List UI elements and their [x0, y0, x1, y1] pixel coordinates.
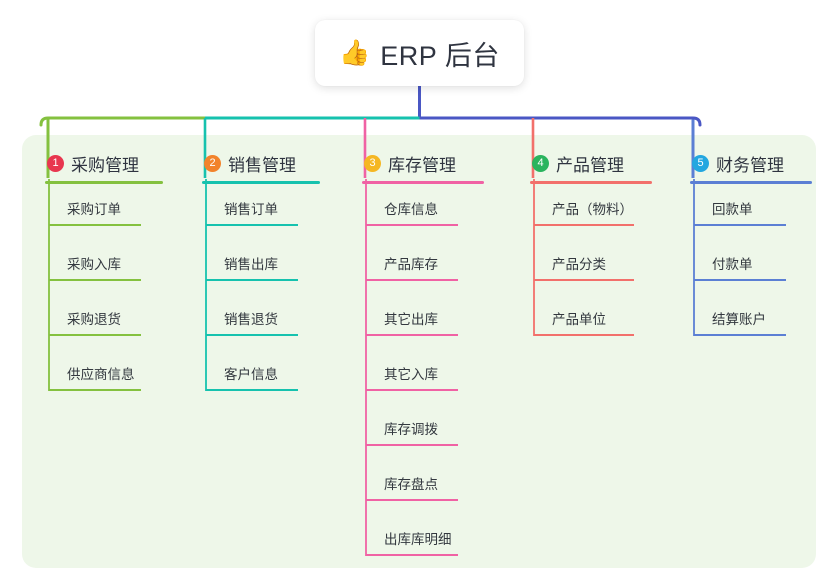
branch-item[interactable]: 产品库存 [362, 255, 458, 295]
branch-item-rule [694, 279, 786, 281]
branch-header-1[interactable]: 1 采购管理 [45, 150, 163, 176]
branch-column-3: 3 库存管理仓库信息产品库存其它出库其它入库库存调拨库存盘点出库库明细 [362, 150, 484, 556]
branch-title: 产品管理 [556, 155, 624, 175]
branch-item[interactable]: 产品（物料） [530, 200, 634, 240]
branch-number-badge: 3 [364, 154, 381, 172]
branch-item[interactable]: 采购订单 [45, 200, 141, 240]
branch-item-rule [206, 334, 298, 336]
branch-header-rule [45, 181, 163, 184]
branch-item-label: 库存调拨 [384, 422, 438, 437]
branch-item[interactable]: 采购入库 [45, 255, 141, 295]
branch-item-rule [366, 499, 458, 501]
branch-item[interactable]: 销售订单 [202, 200, 298, 240]
bus-left-corner [39, 116, 50, 127]
branch-item-label: 其它出库 [384, 312, 438, 327]
branch-item-label: 其它入库 [384, 367, 438, 382]
branch-header-3[interactable]: 3 库存管理 [362, 150, 484, 176]
branch-item[interactable]: 结算账户 [690, 310, 786, 350]
branch-header-2[interactable]: 2 销售管理 [202, 150, 320, 176]
branch-item-label: 回款单 [712, 202, 753, 217]
branch-item-rule [534, 334, 634, 336]
branch-header-rule [690, 181, 812, 184]
branch-item-rule [534, 279, 634, 281]
branch-item[interactable]: 供应商信息 [45, 365, 141, 405]
branch-title: 库存管理 [388, 155, 456, 175]
branch-item-label: 采购入库 [67, 257, 121, 272]
branch-item-rule [206, 279, 298, 281]
branch-item-label: 仓库信息 [384, 202, 438, 217]
branch-item[interactable]: 销售退货 [202, 310, 298, 350]
branch-header-4[interactable]: 4 产品管理 [530, 150, 652, 176]
branch-item[interactable]: 其它出库 [362, 310, 458, 350]
branch-item-rule [366, 279, 458, 281]
thumbs-up-icon: 👍 [339, 38, 371, 67]
branch-item-label: 销售订单 [224, 202, 278, 217]
branch-item-rule [206, 389, 298, 391]
branch-header-5[interactable]: 5 财务管理 [690, 150, 812, 176]
branch-item[interactable]: 其它入库 [362, 365, 458, 405]
branch-item-label: 付款单 [712, 257, 753, 272]
branch-item-rule [49, 224, 141, 226]
branch-number-badge: 5 [692, 154, 709, 172]
branch-title: 销售管理 [228, 155, 296, 175]
branch-item-label: 出库库明细 [384, 532, 452, 547]
branch-item[interactable]: 采购退货 [45, 310, 141, 350]
branch-item-label: 采购退货 [67, 312, 121, 327]
branches-panel [22, 135, 816, 568]
branch-item-rule [366, 334, 458, 336]
branch-title: 采购管理 [71, 155, 139, 175]
branch-item[interactable]: 产品单位 [530, 310, 634, 350]
root-title: ERP 后台 [380, 40, 500, 71]
branch-item-label: 库存盘点 [384, 477, 438, 492]
branch-title: 财务管理 [716, 155, 784, 175]
branch-item-label: 产品分类 [552, 257, 606, 272]
branch-item-label: 采购订单 [67, 202, 121, 217]
branch-item-label: 销售退货 [224, 312, 278, 327]
branch-item[interactable]: 库存调拨 [362, 420, 458, 460]
branch-column-4: 4 产品管理产品（物料） 产品分类产品单位 [530, 150, 652, 336]
branch-item[interactable]: 销售出库 [202, 255, 298, 295]
branch-number-badge: 1 [47, 154, 64, 172]
branch-item[interactable]: 付款单 [690, 255, 786, 295]
branch-item-label: 产品（物料） [552, 202, 633, 217]
branch-item-label: 产品单位 [552, 312, 606, 327]
branch-item-label: 产品库存 [384, 257, 438, 272]
branch-header-rule [202, 181, 320, 184]
branch-item[interactable]: 产品分类 [530, 255, 634, 295]
branch-item-label: 结算账户 [712, 312, 766, 327]
branch-item[interactable]: 出库库明细 [362, 530, 458, 570]
branch-item-rule [534, 224, 634, 226]
branch-item[interactable]: 客户信息 [202, 365, 298, 405]
branch-column-2: 2 销售管理销售订单销售出库销售退货客户信息 [202, 150, 320, 391]
branch-item-label: 销售出库 [224, 257, 278, 272]
branch-number-badge: 4 [532, 154, 549, 172]
branch-header-rule [530, 181, 652, 184]
branch-item-rule [49, 279, 141, 281]
branch-item-rule [366, 389, 458, 391]
root-node-card[interactable]: 👍 ERP 后台 [315, 20, 524, 86]
branch-header-rule [362, 181, 484, 184]
branch-item-rule [206, 224, 298, 226]
branch-item-rule [49, 334, 141, 336]
branch-column-1: 1 采购管理采购订单采购入库采购退货供应商信息 [45, 150, 163, 391]
branch-item-rule [366, 224, 458, 226]
branch-item[interactable]: 库存盘点 [362, 475, 458, 515]
branch-item-rule [694, 224, 786, 226]
branch-number-badge: 2 [204, 154, 221, 172]
branch-column-5: 5 财务管理回款单付款单结算账户 [690, 150, 812, 336]
branch-item-rule [49, 389, 141, 391]
branch-item-label: 客户信息 [224, 367, 278, 382]
branch-item-rule [694, 334, 786, 336]
branch-item-rule [366, 554, 458, 556]
bus-right-corner [691, 116, 702, 127]
branch-item[interactable]: 回款单 [690, 200, 786, 240]
branch-item-rule [366, 444, 458, 446]
branch-item-label: 供应商信息 [67, 367, 135, 382]
branch-item[interactable]: 仓库信息 [362, 200, 458, 240]
